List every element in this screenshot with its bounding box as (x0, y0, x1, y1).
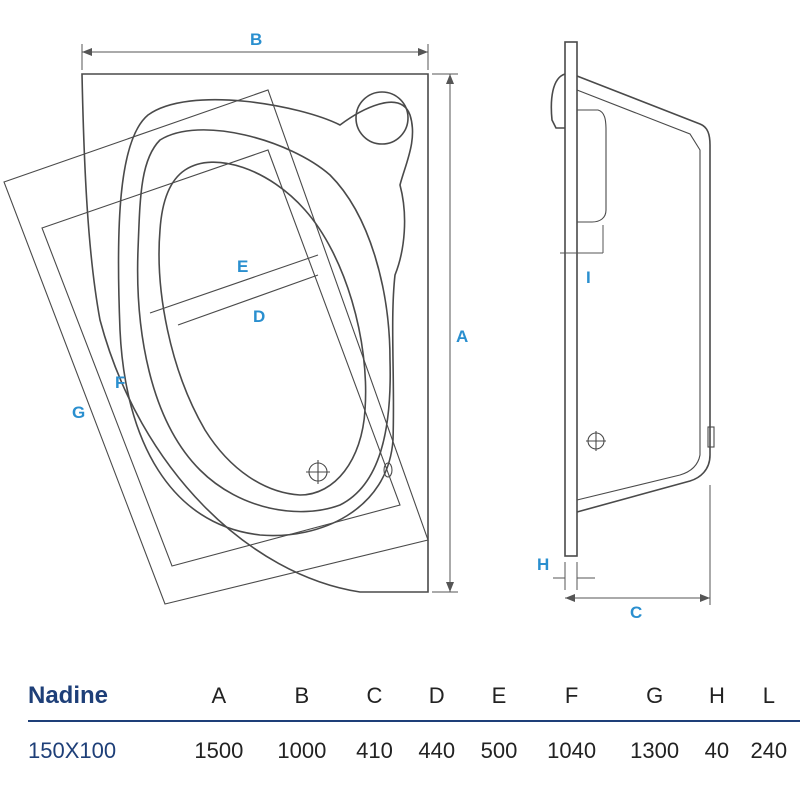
side-rim-plate (564, 41, 578, 557)
label-a: A (456, 327, 468, 346)
value-cell: 1500 (194, 738, 244, 763)
side-overflow-knob (707, 426, 715, 448)
column-header: G (613, 672, 697, 722)
label-f: F (115, 373, 125, 392)
value-cell: 440 (418, 738, 456, 763)
column-header: E (467, 672, 531, 722)
column-header: C (343, 672, 406, 722)
side-tub-inner (576, 89, 701, 501)
basin-bottom-outline (158, 161, 367, 496)
side-view: I H C (537, 41, 715, 622)
model-name: Nadine (28, 672, 178, 722)
label-d: D (253, 307, 265, 326)
value-cell: 1300 (630, 738, 680, 763)
value-cell: 1040 (547, 738, 597, 763)
value-cell: 40 (704, 738, 730, 763)
label-i: I (586, 268, 591, 287)
value-cell: 500 (480, 738, 518, 763)
basin-inner-outline (136, 129, 392, 513)
corner-lobe (355, 91, 409, 145)
top-view: B A E D F G (3, 30, 468, 605)
column-header: A (177, 672, 261, 722)
dim-line-d (177, 274, 319, 326)
column-header: L (737, 672, 800, 722)
column-header: D (405, 672, 468, 722)
column-header: F (530, 672, 614, 722)
value-cell: 240 (750, 738, 788, 763)
side-apron-profile (550, 73, 566, 129)
dim-line-e (149, 254, 319, 314)
label-h: H (537, 555, 549, 574)
footprint-outer-rect (3, 89, 429, 605)
size-cell: 150X100 (28, 738, 117, 763)
side-drain-icon (586, 431, 606, 451)
label-e: E (237, 257, 248, 276)
label-g: G (72, 403, 85, 422)
table-header-row: Nadine A B C D E F G H L (28, 672, 800, 722)
column-header: H (696, 672, 738, 722)
drain-icon (306, 460, 330, 484)
dimensions-table: Nadine A B C D E F G H L 150X100 1500 10… (28, 672, 800, 780)
bathtub-technical-drawing: B A E D F G I H (3, 30, 715, 622)
side-tub-body (576, 75, 711, 513)
column-header: B (260, 672, 344, 722)
label-b: B (250, 30, 262, 49)
tub-outer-outline (81, 73, 429, 593)
value-cell: 410 (356, 738, 393, 763)
table-row: 150X100 1500 1000 410 440 500 1040 1300 … (28, 721, 800, 780)
basin-rim-outline (117, 99, 414, 537)
value-cell: 1000 (277, 738, 327, 763)
side-headrest (577, 109, 607, 223)
footprint-inner-rect (41, 149, 401, 567)
label-c: C (630, 603, 642, 622)
overflow-icon (383, 462, 393, 478)
